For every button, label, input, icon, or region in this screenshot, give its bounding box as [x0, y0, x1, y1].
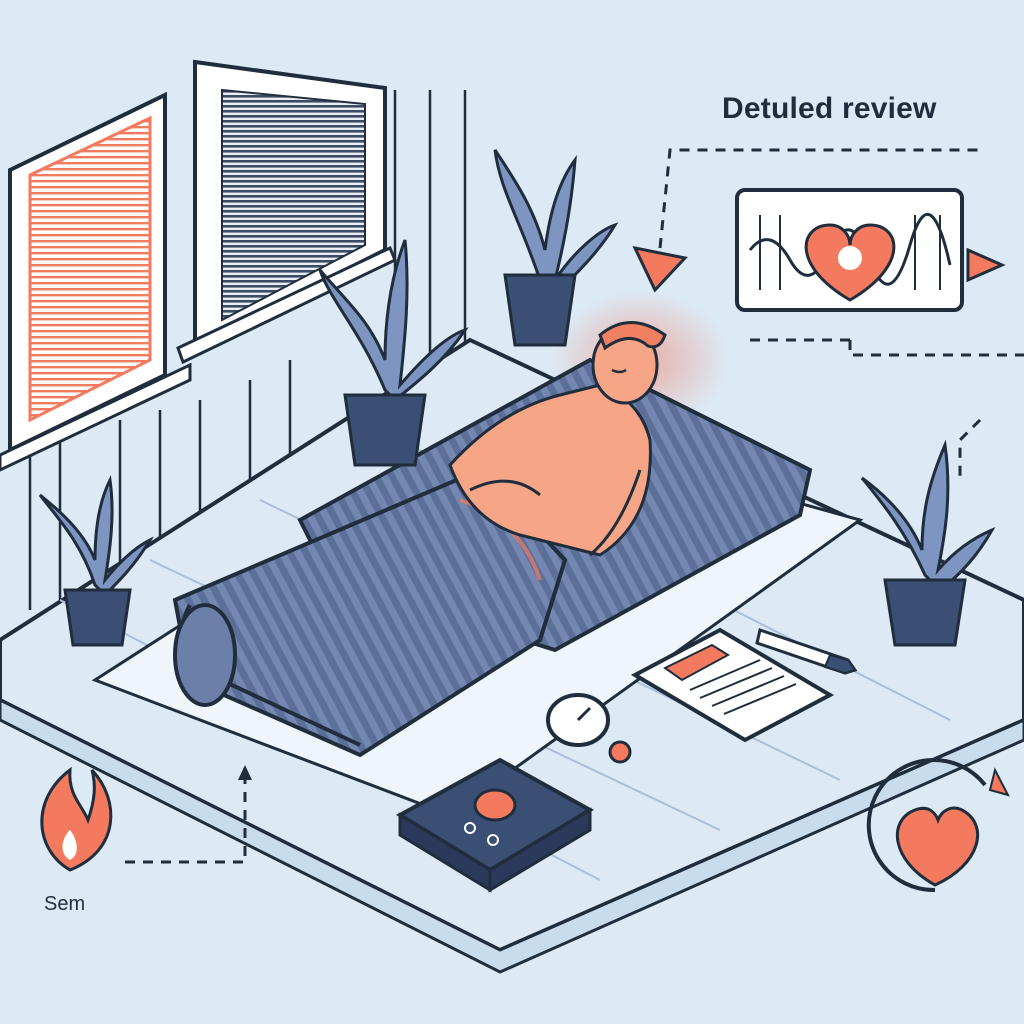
arrow-tip: [238, 765, 252, 780]
plant-back: [493, 149, 619, 347]
window-left: [0, 91, 192, 472]
window-center: [176, 59, 397, 365]
dashed-connectors: [125, 148, 1024, 864]
play-arrow-icon: [966, 247, 1006, 283]
page-title: Detuled review: [722, 92, 937, 125]
plant-center: [318, 239, 469, 467]
heart-rate-panel: [735, 188, 964, 312]
pen-icon: [755, 628, 858, 675]
plant-left: [38, 475, 154, 647]
play-arrow-icon: [632, 245, 688, 293]
flame-icon: [40, 766, 113, 872]
man-figure: [448, 321, 667, 557]
flame-label: Sem: [44, 893, 86, 915]
plant-right: [860, 439, 996, 647]
refresh-heart-icon: [866, 758, 1010, 893]
document-icon: [630, 627, 835, 743]
heating-controller-icon: [396, 757, 594, 893]
thermometer-gauge-icon: [546, 693, 632, 764]
